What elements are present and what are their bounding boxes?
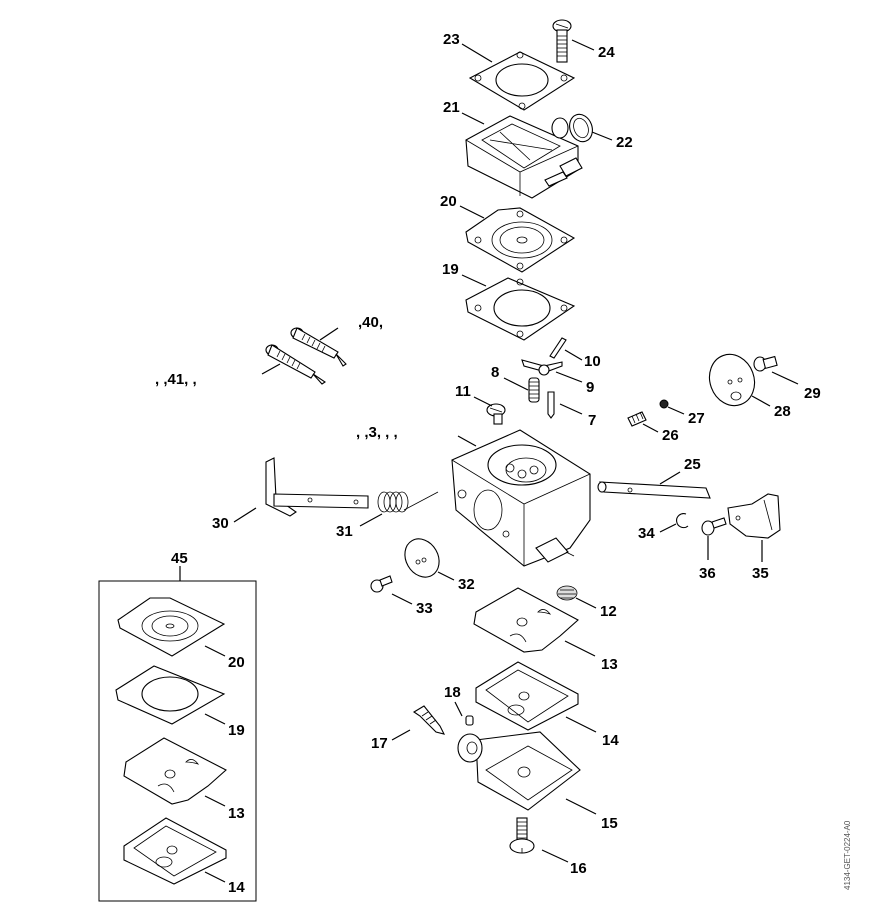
label-25: 25 [684, 456, 701, 473]
part-29-screw[interactable] [753, 355, 778, 372]
part-28-choke-plate[interactable] [702, 348, 761, 412]
label-26: 26 [662, 427, 679, 444]
label-28: 28 [774, 403, 791, 420]
label-31: 31 [336, 523, 353, 540]
label-9: 9 [586, 379, 594, 396]
part-22-o-ring[interactable] [566, 111, 596, 145]
part-41-adjusting-screw[interactable] [265, 344, 326, 385]
part-35-choke-lever[interactable] [727, 493, 781, 539]
part-20-diaphragm[interactable] [465, 207, 576, 273]
label-33: 33 [416, 600, 433, 617]
kit-45-box[interactable] [98, 566, 257, 902]
kit-part-13-metering-diaphragm[interactable] [123, 737, 227, 805]
label-8: 8 [491, 364, 499, 381]
part-26-spring[interactable] [627, 411, 647, 427]
label-20: 20 [440, 193, 457, 210]
part-17-needle-valve[interactable] [412, 705, 446, 735]
part-9-lever[interactable] [521, 359, 563, 376]
label-21: 21 [443, 99, 460, 116]
part-10-pin[interactable] [549, 337, 567, 359]
label-34: 34 [638, 525, 655, 542]
label-36: 36 [699, 565, 716, 582]
label-24: 24 [598, 44, 615, 61]
part-36-screw[interactable] [701, 517, 727, 536]
part-40-adjusting-screw[interactable] [290, 327, 347, 367]
kit-part-14-gasket[interactable] [123, 817, 227, 885]
label-41: , ,41, , [155, 371, 197, 388]
label-40: ,40, [358, 314, 383, 331]
label-15: 15 [601, 815, 618, 832]
label-14: 14 [602, 732, 619, 749]
label-23: 23 [443, 31, 460, 48]
part-18-plug[interactable] [465, 715, 474, 726]
part-32-throttle-plate[interactable] [398, 533, 446, 584]
part-7-inlet-needle[interactable] [547, 391, 555, 419]
part-30-throttle-shaft[interactable] [265, 457, 369, 517]
label-11: 11 [455, 383, 471, 400]
label-17: 17 [371, 735, 388, 752]
part-16-screw[interactable] [509, 817, 535, 854]
part-13-metering-diaphragm[interactable] [473, 587, 579, 653]
label-30: 30 [212, 515, 229, 532]
part-15-pump-cover[interactable] [457, 731, 581, 811]
part-23-gasket[interactable] [468, 51, 576, 111]
part-8-spring[interactable] [528, 377, 540, 403]
label-16: 16 [570, 860, 587, 877]
label-27: 27 [688, 410, 705, 427]
kit-label-13: 13 [228, 805, 245, 822]
label-19: 19 [442, 261, 459, 278]
kit-label-19: 19 [228, 722, 245, 739]
label-3: , ,3, , , [356, 424, 398, 441]
label-10: 10 [584, 353, 601, 370]
kit-label-20: 20 [228, 654, 245, 671]
part-24-screw[interactable] [552, 19, 572, 63]
kit-part-20-diaphragm[interactable] [117, 597, 226, 657]
label-35: 35 [752, 565, 769, 582]
kit-label-14: 14 [228, 879, 245, 896]
label-22: 22 [616, 134, 633, 151]
label-12: 12 [600, 603, 617, 620]
part-11-screw[interactable] [486, 403, 506, 425]
part-19-gasket[interactable] [465, 277, 576, 341]
part-25-shaft[interactable] [597, 481, 711, 499]
label-7: 7 [588, 412, 596, 429]
part-33-screw[interactable] [370, 575, 393, 593]
label-32: 32 [458, 576, 475, 593]
label-45: 45 [171, 550, 188, 567]
part-12-screen[interactable] [556, 585, 578, 601]
drawing-code: 4134-GET-0224-A0 [843, 820, 852, 890]
part-21-pump-housing[interactable] [465, 115, 583, 199]
part-31-torsion-spring[interactable] [377, 491, 439, 513]
part-34-e-clip[interactable] [676, 513, 689, 529]
label-13: 13 [601, 656, 618, 673]
label-29: 29 [804, 385, 821, 402]
part-14-gasket[interactable] [475, 661, 579, 731]
kit-part-19-gasket[interactable] [115, 665, 226, 725]
part-27-ball[interactable] [659, 399, 669, 409]
label-18: 18 [444, 684, 461, 701]
part-3-carburetor-body[interactable] [451, 429, 591, 567]
